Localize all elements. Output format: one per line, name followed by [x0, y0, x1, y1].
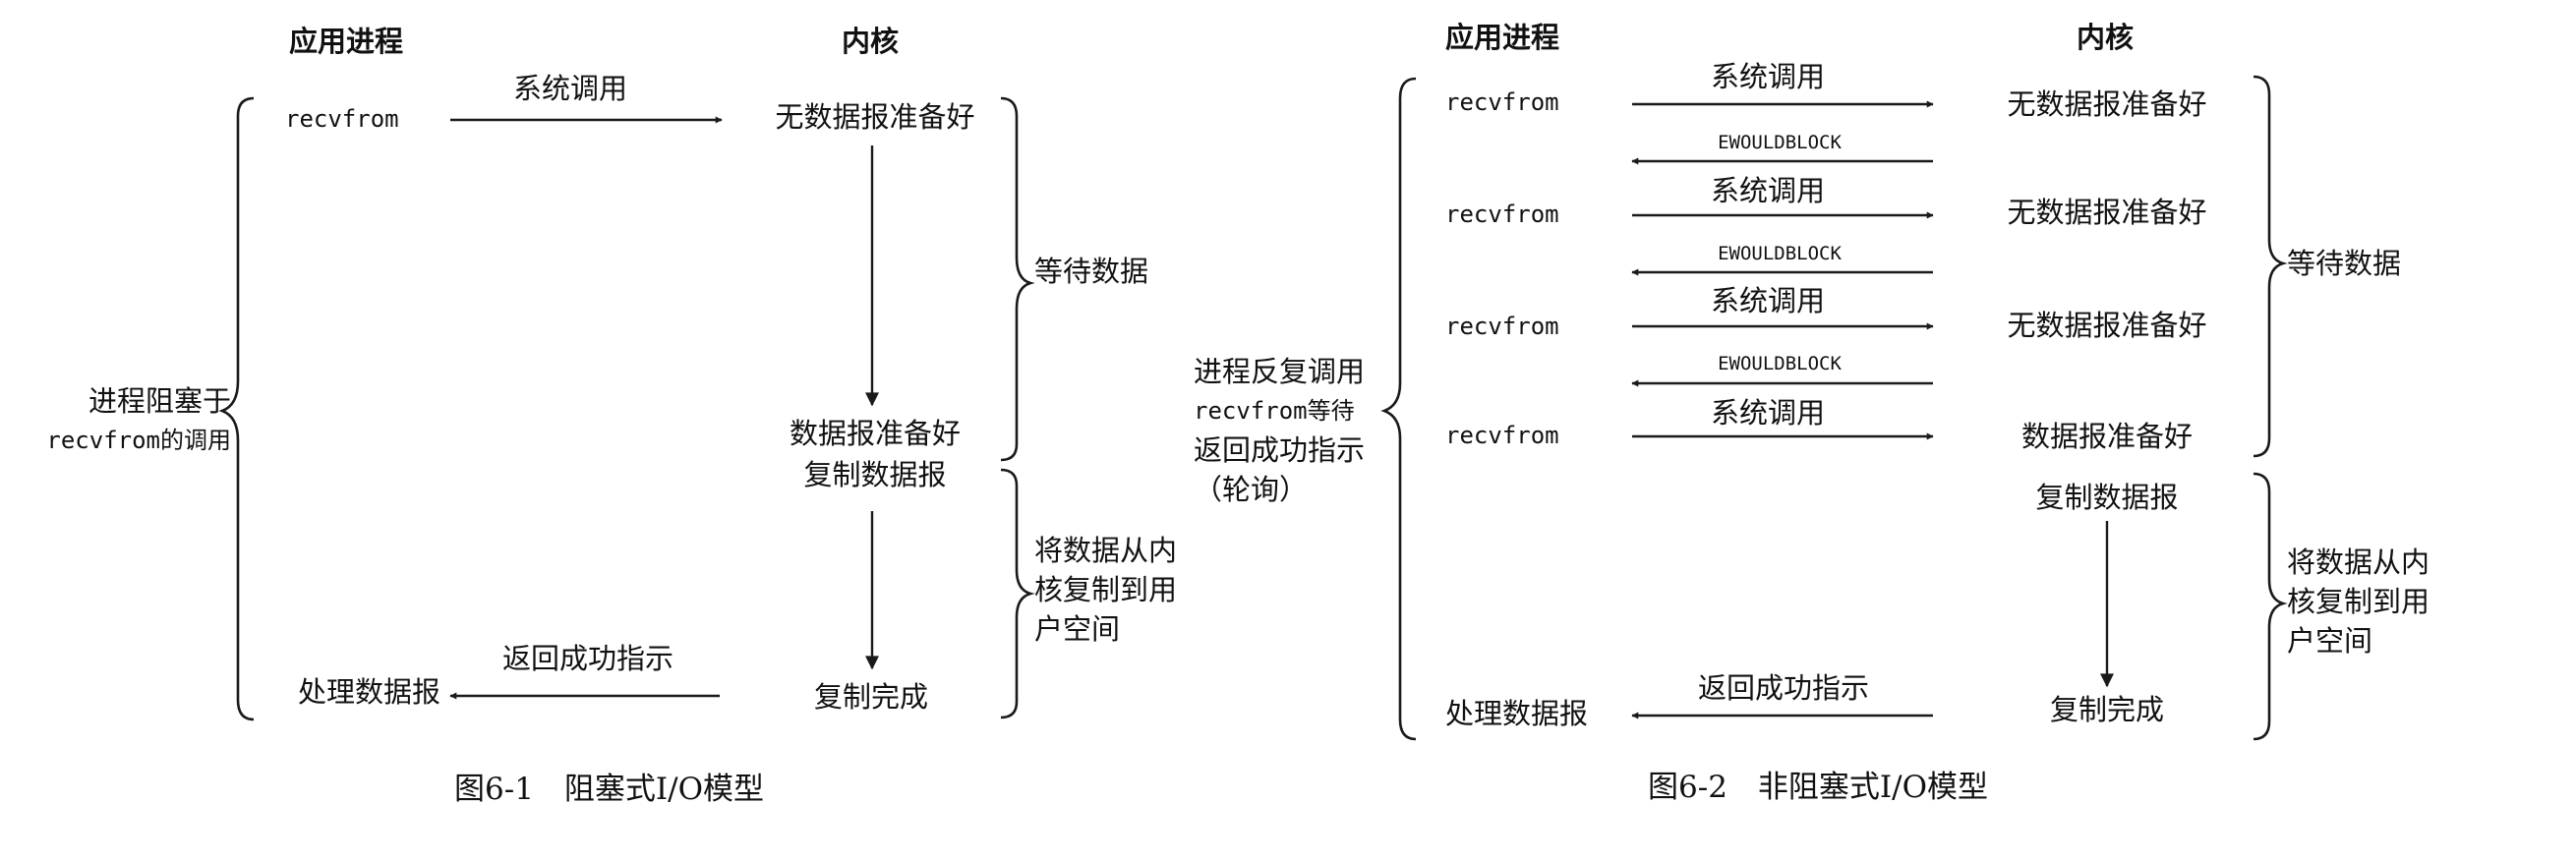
fig2-left-label-line1: 进程反复调用: [1194, 355, 1366, 388]
fig2-left-label-line2-text: recvfrom等待: [1194, 397, 1355, 425]
fig2-kernel-status-1: 无数据报准备好: [2007, 87, 2207, 121]
fig1-syscall-label: 系统调用: [512, 72, 628, 105]
fig1-wait-data: 等待数据: [1034, 255, 1149, 288]
fig2-left-label-line3: 返回成功指示: [1194, 433, 1366, 467]
fig1-left-label-line1: 进程阻塞于: [88, 384, 231, 418]
fig1-wait-brace: [1000, 96, 1035, 462]
fig2-header-app: 应用进程: [1445, 21, 1560, 54]
fig1-recvfrom: recvfrom: [285, 105, 399, 133]
fig2-syscall-label-4: 系统调用: [1710, 396, 1826, 430]
fig2-ewouldblock-label-1: EWOULDBLOCK: [1718, 132, 1842, 153]
fig2-syscall-label-1: 系统调用: [1710, 60, 1826, 93]
fig1-copy-desc-line1: 将数据从内: [1034, 534, 1178, 567]
fig1-return-label: 返回成功指示: [501, 642, 674, 675]
fig2-left-label: 进程反复调用 recvfrom等待 返回成功指示 （轮询）: [1194, 352, 1365, 509]
fig2-return-label: 返回成功指示: [1697, 671, 1870, 705]
fig2-syscall-label-3: 系统调用: [1710, 284, 1826, 317]
fig1-app-brace: [218, 96, 255, 721]
fig2-copy-desc-line3: 户空间: [2287, 624, 2373, 658]
fig1-left-label-line2-text: recvfrom的调用: [46, 427, 231, 454]
fig1-header-kernel: 内核: [842, 25, 900, 58]
fig2-copy-brace: [2253, 472, 2288, 741]
fig2-copy-desc-line1: 将数据从内: [2287, 545, 2430, 579]
fig2-wait-brace: [2253, 75, 2288, 458]
fig2-recvfrom-1: recvfrom: [1445, 88, 1559, 116]
fig1-caption: 图6-1 阻塞式I/O模型: [454, 772, 765, 807]
fig1-copy-desc-line2: 核复制到用: [1034, 573, 1178, 606]
fig2-left-label-line2: recvfrom等待: [1194, 391, 1365, 430]
fig1-copy-done: 复制完成: [813, 680, 929, 714]
fig1-copy-brace: [1000, 468, 1035, 719]
fig2-header-kernel: 内核: [2077, 21, 2135, 54]
fig1-header-app: 应用进程: [289, 25, 404, 58]
fig2-recvfrom-3: recvfrom: [1445, 313, 1559, 340]
fig2-copy-desc: 将数据从内 核复制到用 户空间: [2287, 543, 2430, 660]
fig1-copy-desc-line3: 户空间: [1034, 612, 1121, 646]
fig2-copy-datagram: 复制数据报: [2035, 481, 2179, 514]
fig2-copy-done: 复制完成: [2049, 693, 2165, 726]
fig2-ewouldblock-label-2: EWOULDBLOCK: [1718, 243, 1842, 264]
fig1-left-label-line2: recvfrom的调用: [20, 421, 231, 460]
fig2-recvfrom-2: recvfrom: [1445, 201, 1559, 228]
fig1-no-datagram: 无数据报准备好: [775, 100, 975, 134]
fig2-recvfrom-4: recvfrom: [1445, 422, 1559, 449]
fig2-caption: 图6-2 非阻塞式I/O模型: [1648, 770, 1989, 805]
fig2-kernel-status-2: 无数据报准备好: [2007, 196, 2207, 229]
fig2-copy-desc-line2: 核复制到用: [2287, 585, 2430, 618]
fig2-wait-data: 等待数据: [2287, 247, 2402, 280]
fig2-left-label-line4: （轮询）: [1194, 473, 1309, 506]
fig1-datagram-ready: 数据报准备好: [789, 417, 962, 450]
fig2-app-brace: [1380, 77, 1417, 741]
fig1-copy-desc: 将数据从内 核复制到用 户空间: [1034, 531, 1177, 649]
fig2-kernel-status-3: 无数据报准备好: [2007, 309, 2207, 342]
fig2-process-datagram: 处理数据报: [1445, 697, 1589, 730]
fig2-syscall-label-2: 系统调用: [1710, 174, 1826, 207]
fig1-left-label: 进程阻塞于 recvfrom的调用: [20, 381, 231, 460]
fig1-copy-datagram: 复制数据报: [803, 458, 947, 491]
fig2-ewouldblock-label-3: EWOULDBLOCK: [1718, 353, 1842, 374]
fig1-process-datagram: 处理数据报: [298, 675, 441, 709]
fig2-kernel-status-4: 数据报准备好: [2020, 420, 2194, 453]
